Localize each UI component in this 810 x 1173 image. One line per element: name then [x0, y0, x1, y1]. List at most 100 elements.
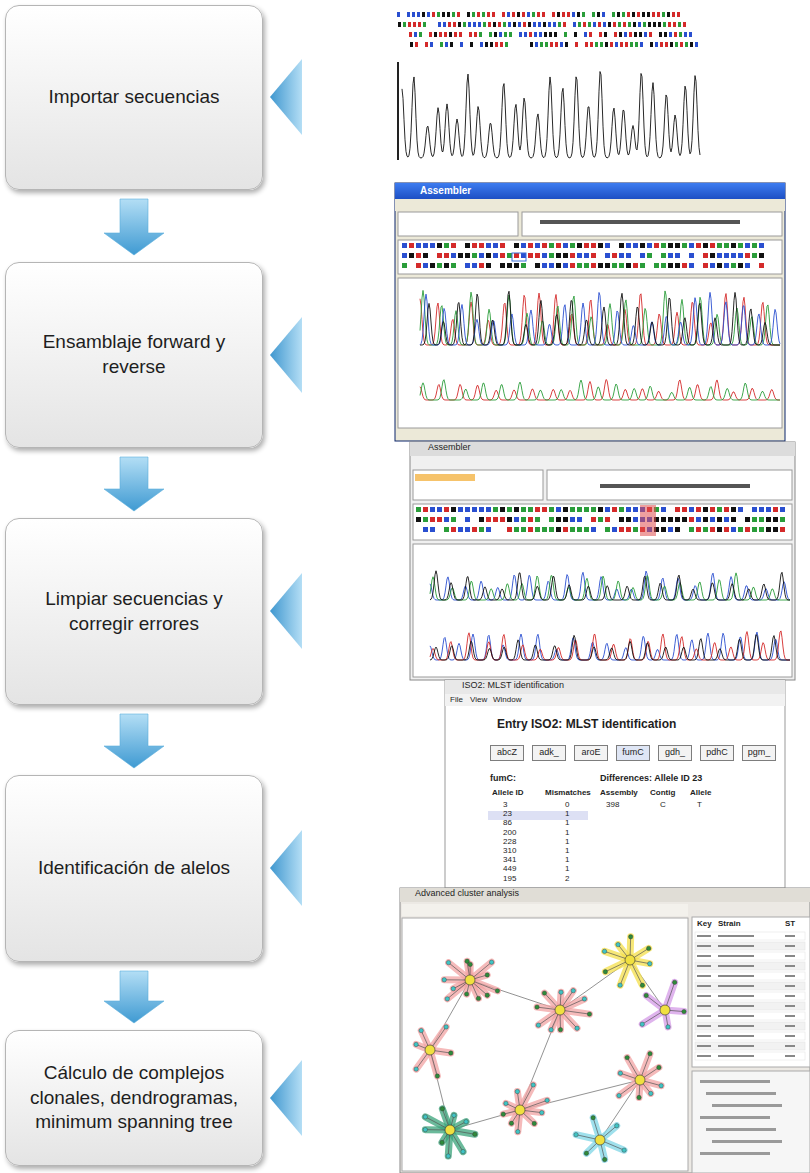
network-node [591, 1116, 595, 1120]
base-mark [710, 517, 715, 522]
base-mark [773, 507, 778, 512]
network-node [616, 942, 620, 946]
base-mark [535, 527, 540, 532]
base-mark [486, 517, 491, 522]
base-mark [453, 22, 456, 27]
base-mark [640, 42, 643, 47]
screenshot-text: 228 [503, 838, 516, 847]
base-mark [469, 32, 472, 37]
base-mark [617, 12, 620, 17]
base-mark [738, 263, 743, 268]
base-mark [605, 243, 610, 248]
base-mark [494, 32, 497, 37]
list-row [695, 972, 805, 980]
base-mark [535, 517, 540, 522]
base-mark [521, 517, 526, 522]
network-node [640, 1022, 644, 1026]
base-mark [521, 243, 526, 248]
base-mark [745, 527, 750, 532]
base-mark [623, 22, 626, 27]
base-mark [626, 527, 631, 532]
title-bar [410, 442, 795, 456]
base-mark [474, 32, 477, 37]
base-mark [522, 12, 525, 17]
network-node [495, 989, 499, 993]
base-mark [577, 527, 582, 532]
base-mark [493, 517, 498, 522]
base-mark [773, 527, 778, 532]
base-mark [408, 22, 411, 27]
base-mark [423, 253, 428, 258]
row-mark [718, 1035, 754, 1037]
base-mark [444, 263, 449, 268]
base-mark [752, 243, 757, 248]
base-mark [486, 253, 491, 258]
row-mark [697, 965, 711, 967]
screenshot-text: File [450, 696, 463, 705]
network-node [587, 1012, 591, 1016]
base-mark [540, 42, 543, 47]
base-mark [640, 253, 645, 258]
row-mark [697, 1015, 711, 1017]
menu-bar [445, 694, 785, 706]
base-mark [640, 263, 645, 268]
base-mark [584, 527, 589, 532]
base-mark [480, 42, 483, 47]
allele-button: pdhC [700, 745, 734, 761]
network-node [549, 1028, 553, 1032]
base-mark [499, 32, 502, 37]
base-mark [498, 22, 501, 27]
base-mark [534, 32, 537, 37]
base-mark [584, 253, 589, 258]
base-mark [397, 12, 400, 17]
base-mark [416, 517, 421, 522]
base-mark [444, 527, 449, 532]
network-node [659, 1084, 663, 1088]
screenshot-assembler [395, 183, 785, 441]
base-mark [514, 507, 519, 512]
base-mark [402, 243, 407, 248]
base-mark [591, 263, 596, 268]
pointer-triangle [270, 830, 302, 906]
base-mark [535, 263, 540, 268]
base-mark [658, 22, 661, 27]
network-node [515, 1089, 519, 1093]
network-hub [515, 1105, 525, 1115]
network-link [630, 960, 665, 1010]
base-mark [542, 263, 547, 268]
base-mark [600, 42, 603, 47]
base-mark [647, 253, 652, 258]
step-label: Identificación de alelos [38, 856, 230, 881]
base-mark [724, 263, 729, 268]
base-mark [500, 263, 505, 268]
screenshot-text: Entry ISO2: MLST identification [497, 718, 676, 731]
base-mark [578, 22, 581, 27]
settings-line [712, 1104, 782, 1107]
network-node [545, 1098, 549, 1102]
sequence-row [416, 507, 785, 512]
network-node [628, 935, 632, 939]
base-mark [661, 507, 666, 512]
base-mark [452, 12, 455, 17]
screenshot-text: Window [493, 696, 521, 705]
screenshot-text: 1 [565, 829, 569, 838]
network-hub [555, 1005, 565, 1015]
base-mark [437, 253, 442, 258]
base-mark [766, 517, 771, 522]
base-mark [585, 42, 588, 47]
base-mark [689, 517, 694, 522]
network-node [504, 1101, 508, 1105]
base-mark [430, 507, 435, 512]
base-mark [527, 12, 530, 17]
panel [547, 470, 792, 500]
base-mark [682, 243, 687, 248]
network-link [520, 1080, 640, 1110]
base-mark [409, 253, 414, 258]
base-mark [696, 243, 701, 248]
base-mark [624, 32, 627, 37]
base-mark [605, 263, 610, 268]
base-mark [470, 42, 473, 47]
base-mark [731, 517, 736, 522]
screenshot-text: 310 [503, 847, 516, 856]
base-mark [654, 243, 659, 248]
